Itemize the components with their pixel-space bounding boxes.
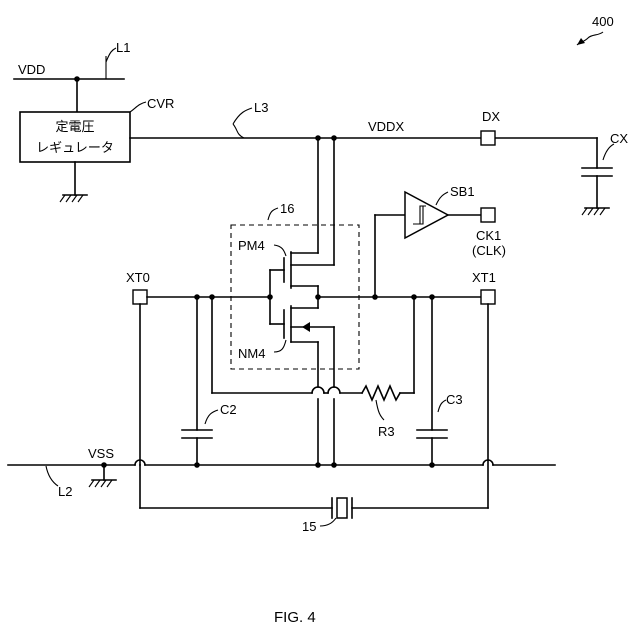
vdd-junction: [74, 76, 80, 82]
nm4-leader: [274, 340, 286, 352]
regulator-ground-icon: [60, 195, 87, 202]
clk-label: (CLK): [472, 243, 506, 258]
l3-label: L3: [254, 100, 268, 115]
pm4-leader: [274, 245, 286, 256]
nm4-label: NM4: [238, 346, 265, 361]
figure-ref-number: 400: [592, 14, 614, 29]
r3-label: R3: [378, 424, 395, 439]
l3-leader: [233, 108, 252, 124]
buffer-sb1-triangle: [405, 192, 448, 238]
sb1-leader: [436, 192, 448, 205]
r3-crossover-2: [328, 387, 340, 393]
l2-label: L2: [58, 484, 72, 499]
vss-ground-icon: [89, 480, 116, 487]
xt0-label: XT0: [126, 270, 150, 285]
regulator-text-line1: 定電圧: [55, 120, 94, 135]
nm4-transistor: [284, 297, 334, 342]
pm4-label: PM4: [238, 238, 265, 253]
c3-label: C3: [446, 392, 463, 407]
vddx-junction-a: [315, 135, 321, 141]
ck1-label: CK1: [476, 228, 501, 243]
xt1-label: XT1: [472, 270, 496, 285]
l2-leader: [46, 466, 58, 486]
r3-crossover-1: [312, 387, 324, 393]
inverter-ref-label: 16: [280, 201, 294, 216]
ck1-pad: [481, 208, 495, 222]
dx-pad: [481, 131, 495, 145]
crystal-body: [337, 498, 347, 518]
vddx-junction-b: [331, 135, 337, 141]
cx-ground-icon: [582, 208, 609, 215]
c2-leader: [205, 410, 218, 424]
nm4-arrow-icon: [302, 322, 310, 332]
gate-junction: [267, 294, 273, 300]
r3-resistor-zigzag: [362, 386, 400, 400]
cx-leader: [603, 144, 614, 160]
pm4-transistor: [284, 252, 334, 297]
cx-label: CX: [610, 131, 628, 146]
inv-ref-leader: [268, 208, 278, 220]
crystal-leader: [320, 518, 336, 526]
sb1-label: SB1: [450, 184, 475, 199]
ref-arrow-400: [577, 38, 585, 45]
vddx-label: VDDX: [368, 119, 404, 134]
l1-label: L1: [116, 40, 130, 55]
xt1-pad: [481, 290, 495, 304]
l3-tick: [233, 124, 244, 138]
c3-leader: [438, 400, 446, 412]
crystal-label: 15: [302, 519, 316, 534]
xt0-pad: [133, 290, 147, 304]
regulator-text-line2: レギュレータ: [36, 141, 114, 156]
cvr-label: CVR: [147, 96, 174, 111]
output-junction: [315, 294, 321, 300]
dx-label: DX: [482, 109, 500, 124]
cvr-leader: [130, 102, 146, 112]
figure-caption: FIG. 4: [274, 609, 316, 626]
vss-label: VSS: [88, 446, 114, 461]
c2-label: C2: [220, 402, 237, 417]
r3-leader: [376, 400, 384, 420]
vdd-label: VDD: [18, 62, 45, 77]
l1-leader: [106, 48, 116, 62]
